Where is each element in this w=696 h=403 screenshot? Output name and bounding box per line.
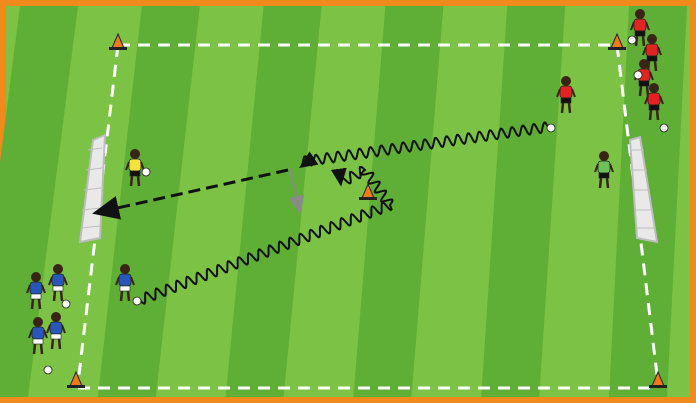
ball-icon — [660, 124, 668, 132]
ball-icon — [62, 300, 70, 308]
ball-icon — [44, 366, 52, 374]
ball-icon — [628, 36, 636, 44]
ball-icon — [142, 168, 150, 176]
grass-field — [0, 6, 696, 397]
ball-icon — [133, 297, 141, 305]
ball-icon — [547, 124, 555, 132]
ball-icon — [634, 71, 642, 79]
